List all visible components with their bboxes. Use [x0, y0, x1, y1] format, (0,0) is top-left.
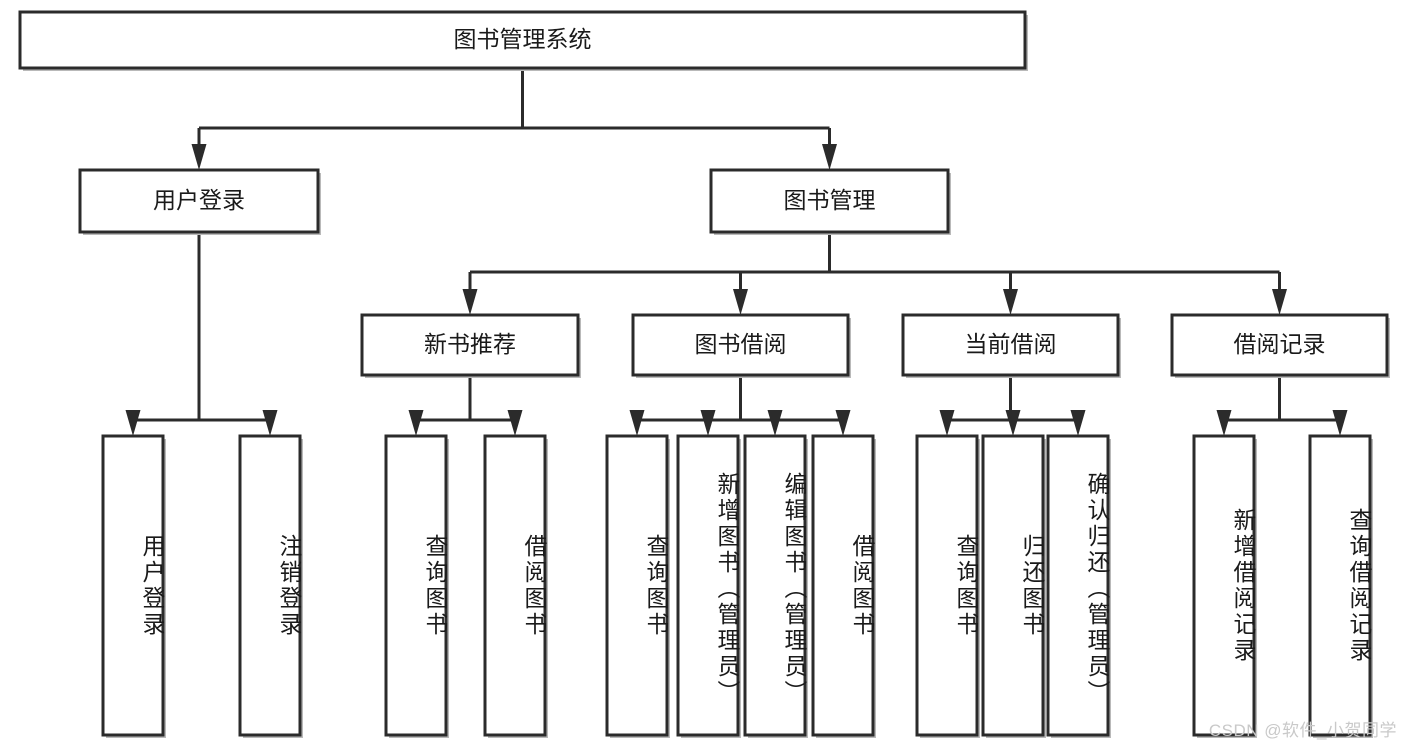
node-当前借阅-l3[interactable] [901, 313, 1121, 378]
leaf-新增图书管理员-5-rect [676, 434, 740, 737]
leaf-借阅图书-3-rect [483, 434, 547, 737]
leaf-查询图书-8[interactable] [915, 434, 980, 738]
node-root-rect [18, 10, 1027, 70]
arrow-to-leaf-0-head [125, 410, 141, 436]
leaf-查询借阅记录-12-rect [1308, 434, 1372, 737]
leaf-编辑图书管理员-6-rect [743, 434, 807, 737]
node-图书管理-l2-rect [709, 168, 950, 234]
arrow-to-leaf-11-head [1216, 410, 1232, 436]
leaf-确认归还管理员-10-rect [1046, 434, 1110, 737]
node-借阅记录-l3-rect [1170, 313, 1389, 377]
node-当前借阅-l3-label: 当前借阅 [965, 331, 1057, 357]
leaf-查询图书-8-rect [915, 434, 979, 737]
arrow-to-图书借阅-l3-1-head [733, 289, 748, 315]
node-借阅记录-l3-label: 借阅记录 [1234, 331, 1326, 357]
node-借阅记录-l3[interactable] [1170, 313, 1390, 378]
arrow-to-leaf-3-head [507, 410, 523, 436]
node-新书推荐-l3-label: 新书推荐 [424, 331, 516, 357]
node-用户登录-l2[interactable] [78, 168, 321, 235]
arrow-to-leaf-4-head [629, 410, 645, 436]
leaf-新增图书管理员-5[interactable] [676, 434, 741, 738]
arrow-to-leaf-5-head [700, 410, 716, 436]
arrow-to-当前借阅-l3-2-head [1003, 289, 1018, 315]
leaf-查询图书-2[interactable] [384, 434, 449, 738]
node-新书推荐-l3-rect [360, 313, 580, 377]
leaf-用户登录-0[interactable] [101, 434, 166, 738]
arrow-to-用户登录-0-head [191, 144, 207, 170]
node-图书管理-l2[interactable] [709, 168, 951, 235]
leaf-注销登录-1-rect [238, 434, 302, 737]
leaf-新增借阅记录-11-rect [1192, 434, 1256, 737]
connectors-layer [125, 68, 1348, 436]
node-图书借阅-l3-label: 图书借阅 [695, 331, 787, 357]
node-用户登录-l2-rect [78, 168, 320, 234]
arrow-to-leaf-2-head [408, 410, 424, 436]
leaf-注销登录-1[interactable] [238, 434, 303, 738]
leaf-借阅图书-7-rect [811, 434, 875, 737]
node-用户登录-l2-label: 用户登录 [153, 187, 245, 213]
leaf-归还图书-9-rect [981, 434, 1045, 737]
arrow-to-leaf-12-head [1332, 410, 1348, 436]
node-新书推荐-l3[interactable] [360, 313, 581, 378]
node-当前借阅-l3-rect [901, 313, 1120, 377]
leaf-新增借阅记录-11[interactable] [1192, 434, 1257, 738]
node-root[interactable] [18, 10, 1028, 71]
leaf-归还图书-9[interactable] [981, 434, 1046, 738]
leaf-编辑图书管理员-6[interactable] [743, 434, 808, 738]
arrow-to-leaf-9-head [1005, 410, 1021, 436]
leaf-借阅图书-7[interactable] [811, 434, 876, 738]
node-图书借阅-l3[interactable] [631, 313, 851, 378]
boxes-layer [18, 10, 1390, 738]
leaf-用户登录-0-rect [101, 434, 165, 737]
arrow-to-新书推荐-l3-0-head [462, 289, 478, 315]
leaf-查询借阅记录-12[interactable] [1308, 434, 1373, 738]
leaf-借阅图书-3[interactable] [483, 434, 548, 738]
leaf-查询图书-2-rect [384, 434, 448, 737]
leaf-查询图书-4-rect [605, 434, 669, 737]
arrow-to-leaf-1-head [262, 410, 278, 436]
arrow-to-leaf-8-head [939, 410, 955, 436]
arrow-to-借阅记录-l3-3-head [1272, 289, 1287, 315]
leaf-查询图书-4[interactable] [605, 434, 670, 738]
node-图书借阅-l3-rect [631, 313, 850, 377]
node-root-label: 图书管理系统 [454, 26, 592, 52]
node-图书管理-l2-label: 图书管理 [784, 187, 876, 213]
arrow-to-leaf-6-head [767, 410, 783, 436]
leaf-确认归还管理员-10[interactable] [1046, 434, 1111, 738]
arrow-to-leaf-10-head [1070, 410, 1086, 436]
arrow-to-图书管理-1-head [822, 144, 837, 170]
csdn-watermark: CSDN @软件_小贺同学 [1208, 721, 1397, 740]
arrow-to-leaf-7-head [835, 410, 851, 436]
